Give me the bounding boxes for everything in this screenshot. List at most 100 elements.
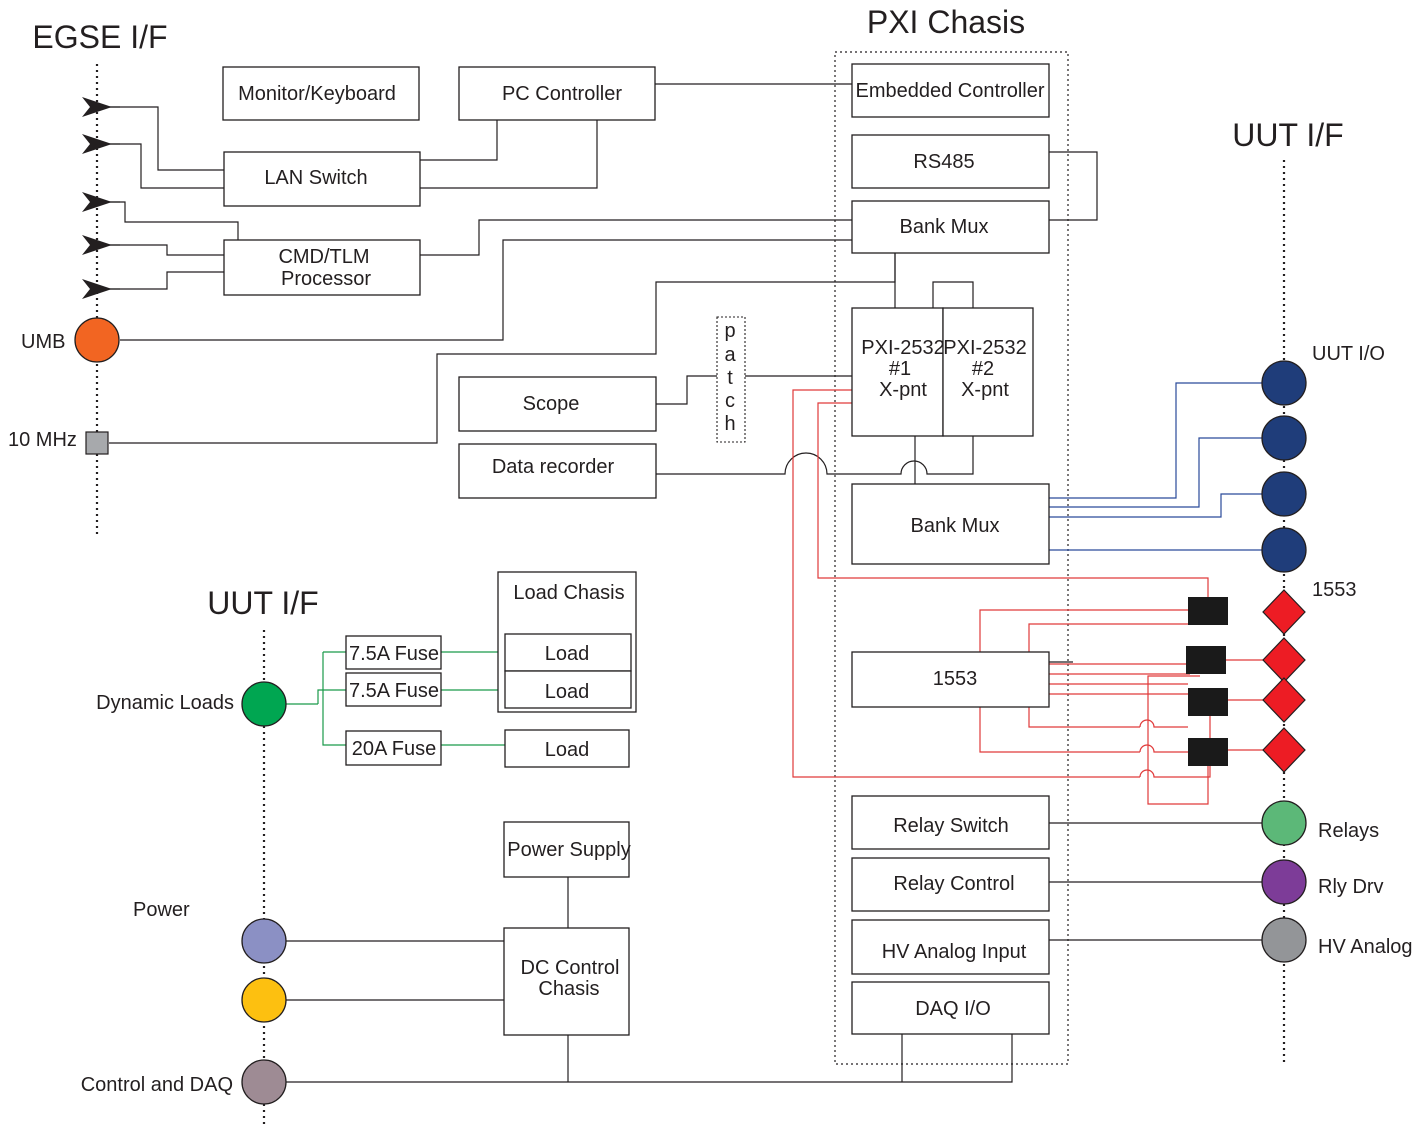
bus-coupler-3 (1188, 688, 1228, 716)
wiring (105, 83, 1262, 1083)
svg-text:HV Analog Input: HV Analog Input (882, 941, 1027, 963)
monitor-keyboard-box: Monitor/Keyboard (222, 66, 420, 121)
pxi-chassis-title: PXI Chasis (867, 4, 1025, 40)
power-supply-box: Power Supply (503, 821, 631, 878)
rs485-box: RS485 (851, 134, 1050, 189)
red-wiring (792, 389, 1264, 805)
svg-text:CMD/TLM: CMD/TLM (278, 246, 369, 268)
dynamic-loads-label: Dynamic Loads (96, 692, 234, 714)
svg-text:7.5A Fuse: 7.5A Fuse (349, 643, 439, 665)
control-daq-label: Control and DAQ (81, 1074, 233, 1096)
uut-io-connector-2 (1261, 415, 1307, 461)
uut-io-label: UUT I/O (1312, 343, 1385, 365)
green-wiring (286, 651, 505, 746)
svg-text:PXI-2532: PXI-2532 (861, 337, 944, 359)
svg-text:Load Chasis: Load Chasis (513, 582, 624, 604)
svg-text:t: t (727, 367, 733, 389)
svg-text:Processor: Processor (281, 268, 371, 290)
svg-text:RS485: RS485 (913, 151, 974, 173)
bank-mux-top-box: Bank Mux (851, 200, 1050, 254)
b1553-box: 1553 (851, 651, 1050, 708)
svg-text:PC Controller: PC Controller (502, 83, 622, 105)
cmd-tlm-processor-box: CMD/TLM Processor (223, 239, 421, 296)
svg-text:#1: #1 (889, 358, 911, 380)
mil-1553-diamond-1 (1262, 589, 1306, 635)
bus-coupler-1 (1188, 597, 1228, 625)
lan-switch-box: LAN Switch (223, 151, 421, 207)
svg-text:X-pnt: X-pnt (961, 379, 1009, 401)
svg-text:Scope: Scope (523, 393, 580, 415)
svg-text:Chasis: Chasis (538, 978, 599, 1000)
dc-control-chasis-box: DC Control Chasis (503, 927, 630, 1036)
svg-text:Bank Mux: Bank Mux (900, 216, 989, 238)
pxi-chassis-frame (834, 51, 1069, 1065)
data-recorder-box: Data recorder (458, 443, 657, 499)
load-box-1: Load (504, 633, 632, 672)
hv-analog-input-box: HV Analog Input (851, 919, 1050, 975)
relay-switch-box: Relay Switch (851, 795, 1050, 850)
uut-left-title: UUT I/F (207, 585, 318, 621)
scope-box: Scope (458, 376, 657, 432)
pxi-2532-1-box: PXI-2532 #1 X-pnt (851, 307, 945, 437)
umb-label: UMB (21, 331, 65, 353)
load-box-2: Load (504, 670, 632, 709)
load-box-3: Load (504, 729, 630, 768)
svg-text:#2: #2 (972, 358, 994, 380)
egse-title: EGSE I/F (32, 19, 167, 55)
mil-1553-diamond-4 (1262, 727, 1306, 773)
svg-text:X-pnt: X-pnt (879, 379, 927, 401)
uut-io-connector-4 (1261, 527, 1307, 573)
svg-text:20A Fuse: 20A Fuse (352, 738, 437, 760)
pxi-2532-2-box: PXI-2532 #2 X-pnt (942, 307, 1034, 437)
uut-right-title: UUT I/F (1232, 117, 1343, 153)
rly-drv-connector (1261, 859, 1307, 905)
tenmhz-connector (85, 431, 109, 455)
pc-controller-box: PC Controller (458, 66, 656, 121)
svg-text:p: p (724, 320, 735, 342)
fuse-box-3: 20A Fuse (345, 730, 442, 766)
svg-text:LAN Switch: LAN Switch (264, 167, 367, 189)
tenmhz-label: 10 MHz (8, 429, 77, 451)
control-daq-connector (241, 1059, 287, 1105)
svg-text:1553: 1553 (933, 668, 978, 690)
mil-1553-diamond-2 (1262, 637, 1306, 683)
patch-panel: p a t c h (716, 316, 746, 443)
bank-mux-bottom-box: Bank Mux (851, 483, 1050, 565)
svg-text:Monitor/Keyboard: Monitor/Keyboard (238, 83, 396, 105)
svg-text:Data recorder: Data recorder (492, 456, 615, 478)
svg-text:h: h (724, 413, 735, 435)
uut-io-connector-1 (1261, 360, 1307, 406)
egse-arrows (82, 97, 120, 299)
svg-text:Power Supply: Power Supply (507, 839, 630, 861)
svg-text:Load: Load (545, 681, 590, 703)
mil-1553-label: 1553 (1312, 579, 1357, 601)
fuse-box-2: 7.5A Fuse (345, 672, 442, 707)
svg-text:Relay Control: Relay Control (893, 873, 1014, 895)
relay-control-box: Relay Control (851, 857, 1050, 912)
daq-io-box: DAQ I/O (851, 981, 1050, 1035)
embedded-controller-box: Embedded Controller (851, 63, 1050, 118)
power-connector-2 (241, 977, 287, 1023)
svg-text:Bank Mux: Bank Mux (911, 515, 1000, 537)
svg-text:DC Control: DC Control (521, 957, 620, 979)
svg-text:Load: Load (545, 739, 590, 761)
svg-text:a: a (724, 344, 736, 366)
relays-connector (1261, 800, 1307, 846)
blue-wiring (1048, 382, 1262, 551)
bus-coupler-2 (1186, 646, 1226, 674)
relays-label: Relays (1318, 820, 1379, 842)
svg-text:7.5A Fuse: 7.5A Fuse (349, 680, 439, 702)
power-connector-1 (241, 918, 287, 964)
svg-text:Embedded Controller: Embedded Controller (856, 80, 1045, 102)
uut-io-connector-3 (1261, 471, 1307, 517)
hv-analog-label: HV Analog (1318, 936, 1413, 958)
svg-text:PXI-2532: PXI-2532 (943, 337, 1026, 359)
dynamic-loads-connector (241, 681, 287, 727)
svg-text:c: c (725, 390, 735, 412)
mil-1553-diamond-3 (1262, 677, 1306, 723)
svg-text:Relay Switch: Relay Switch (893, 815, 1009, 837)
bus-coupler-4 (1188, 738, 1228, 766)
rly-drv-label: Rly Drv (1318, 876, 1384, 898)
svg-text:Load: Load (545, 643, 590, 665)
